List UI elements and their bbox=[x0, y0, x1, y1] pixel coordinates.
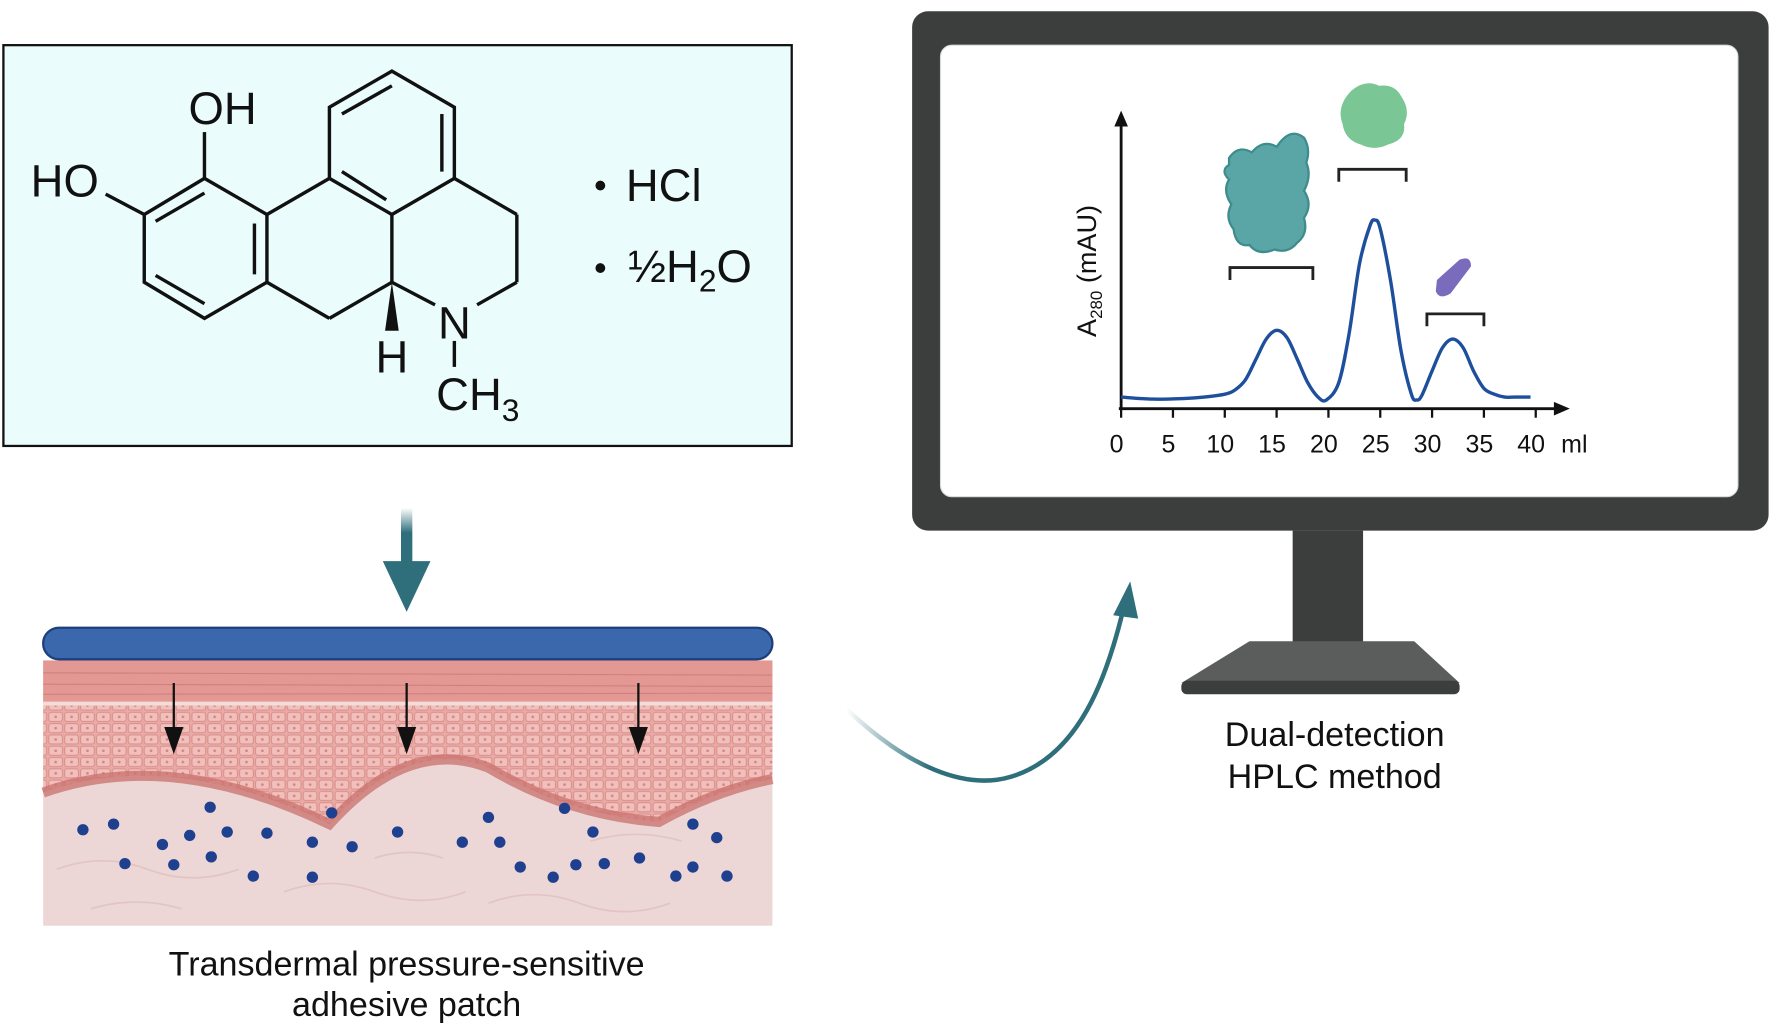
skin-patch-illustration: Transdermal pressure-sensitive adhesive … bbox=[41, 626, 774, 1024]
ho-label: HO bbox=[31, 156, 99, 207]
bullet-water: • bbox=[594, 247, 607, 288]
permeation-arrow-icon bbox=[397, 683, 417, 755]
protein-large-icon bbox=[1223, 132, 1310, 254]
monitor-caption-line2: HPLC method bbox=[1228, 758, 1442, 796]
drug-particle bbox=[107, 818, 120, 830]
drug-particle bbox=[247, 870, 259, 882]
protein-small-icon bbox=[1435, 258, 1471, 297]
ch3-label: CH3 bbox=[436, 369, 519, 428]
chromatogram-chart: 0 5 10 15 20 25 30 35 40 ml A280 (mAU) bbox=[1071, 83, 1588, 459]
down-arrow-icon bbox=[382, 508, 431, 612]
drug-particle bbox=[326, 807, 338, 819]
x-tick-label: 15 bbox=[1258, 431, 1286, 459]
drug-particle bbox=[204, 801, 216, 813]
drug-particle bbox=[184, 829, 196, 842]
x-tick-label: 30 bbox=[1414, 431, 1442, 459]
drug-particle bbox=[346, 841, 358, 853]
adhesive-patch bbox=[42, 626, 774, 661]
drug-particle bbox=[221, 826, 233, 838]
drug-particle bbox=[670, 870, 682, 882]
monitor-screen bbox=[939, 44, 1739, 498]
drug-particle bbox=[456, 836, 468, 848]
y-axis-label: A280 (mAU) bbox=[1071, 205, 1106, 337]
drug-particle bbox=[261, 827, 273, 839]
permeation-arrow-icon bbox=[628, 683, 648, 755]
patch-caption-line1: Transdermal pressure-sensitive bbox=[169, 946, 645, 984]
h-label: H bbox=[375, 332, 408, 383]
drug-particle bbox=[633, 852, 646, 864]
drug-particle bbox=[587, 826, 599, 838]
x-tick-label: 40 bbox=[1517, 431, 1545, 459]
apomorphine-structure bbox=[104, 69, 519, 367]
stereo-wedge bbox=[385, 282, 399, 331]
x-axis-arrowhead bbox=[1553, 401, 1570, 416]
drug-particle bbox=[598, 858, 610, 870]
drug-particle bbox=[306, 836, 319, 848]
drug-particle bbox=[306, 871, 319, 883]
x-tick-label: 0 bbox=[1110, 431, 1124, 459]
drug-particle bbox=[547, 871, 559, 883]
drug-particle bbox=[156, 838, 169, 851]
fraction-bracket bbox=[1337, 167, 1408, 182]
basal-layer bbox=[41, 754, 774, 831]
y-axis-arrowhead bbox=[1114, 110, 1128, 127]
drug-particles bbox=[77, 801, 733, 883]
hcl-label: HCl bbox=[626, 160, 702, 211]
x-tick-label: 10 bbox=[1206, 431, 1234, 459]
monitor-base bbox=[1181, 641, 1460, 684]
drug-particle bbox=[514, 861, 526, 873]
drug-particle bbox=[558, 802, 571, 814]
fraction-bracket bbox=[1228, 266, 1315, 280]
patch-caption-line2: adhesive patch bbox=[292, 986, 521, 1024]
drug-particle bbox=[494, 836, 506, 848]
x-tick-label: 25 bbox=[1362, 431, 1390, 459]
oh-label: OH bbox=[189, 83, 257, 134]
permeation-arrows bbox=[164, 683, 648, 755]
x-axis-unit: ml bbox=[1561, 431, 1587, 459]
water-label: ½H2O bbox=[628, 241, 752, 298]
x-tick-label: 5 bbox=[1161, 431, 1175, 459]
x-tick-label: 20 bbox=[1310, 431, 1338, 459]
chromatogram-line bbox=[1121, 218, 1531, 403]
protein-medium-icon bbox=[1340, 83, 1407, 148]
drug-particle bbox=[687, 818, 699, 830]
x-tick-label: 35 bbox=[1465, 431, 1493, 459]
monitor: Dual-detection HPLC method bbox=[912, 11, 1769, 796]
molecule-box bbox=[2, 44, 793, 448]
drug-particle bbox=[721, 870, 733, 882]
drug-particle bbox=[77, 824, 89, 836]
monitor-caption-line1: Dual-detection bbox=[1225, 716, 1445, 754]
dermis-texture bbox=[56, 833, 682, 913]
monitor-neck bbox=[1292, 530, 1364, 644]
drug-particle bbox=[168, 859, 180, 871]
n-label: N bbox=[438, 298, 471, 349]
drug-particle bbox=[687, 861, 699, 873]
bullet-hcl: • bbox=[594, 165, 607, 206]
drug-particle bbox=[570, 859, 582, 871]
curved-arrow-icon bbox=[844, 581, 1139, 783]
drug-particle bbox=[119, 858, 131, 870]
fraction-bracket bbox=[1425, 312, 1486, 327]
drug-particle bbox=[482, 811, 495, 824]
drug-particle bbox=[391, 826, 404, 838]
permeation-arrow-icon bbox=[164, 683, 184, 755]
drug-particle bbox=[205, 851, 217, 863]
drug-particle bbox=[711, 832, 723, 844]
molecule-panel: OH HO N H CH3 • HCl • ½H2O bbox=[2, 44, 793, 448]
